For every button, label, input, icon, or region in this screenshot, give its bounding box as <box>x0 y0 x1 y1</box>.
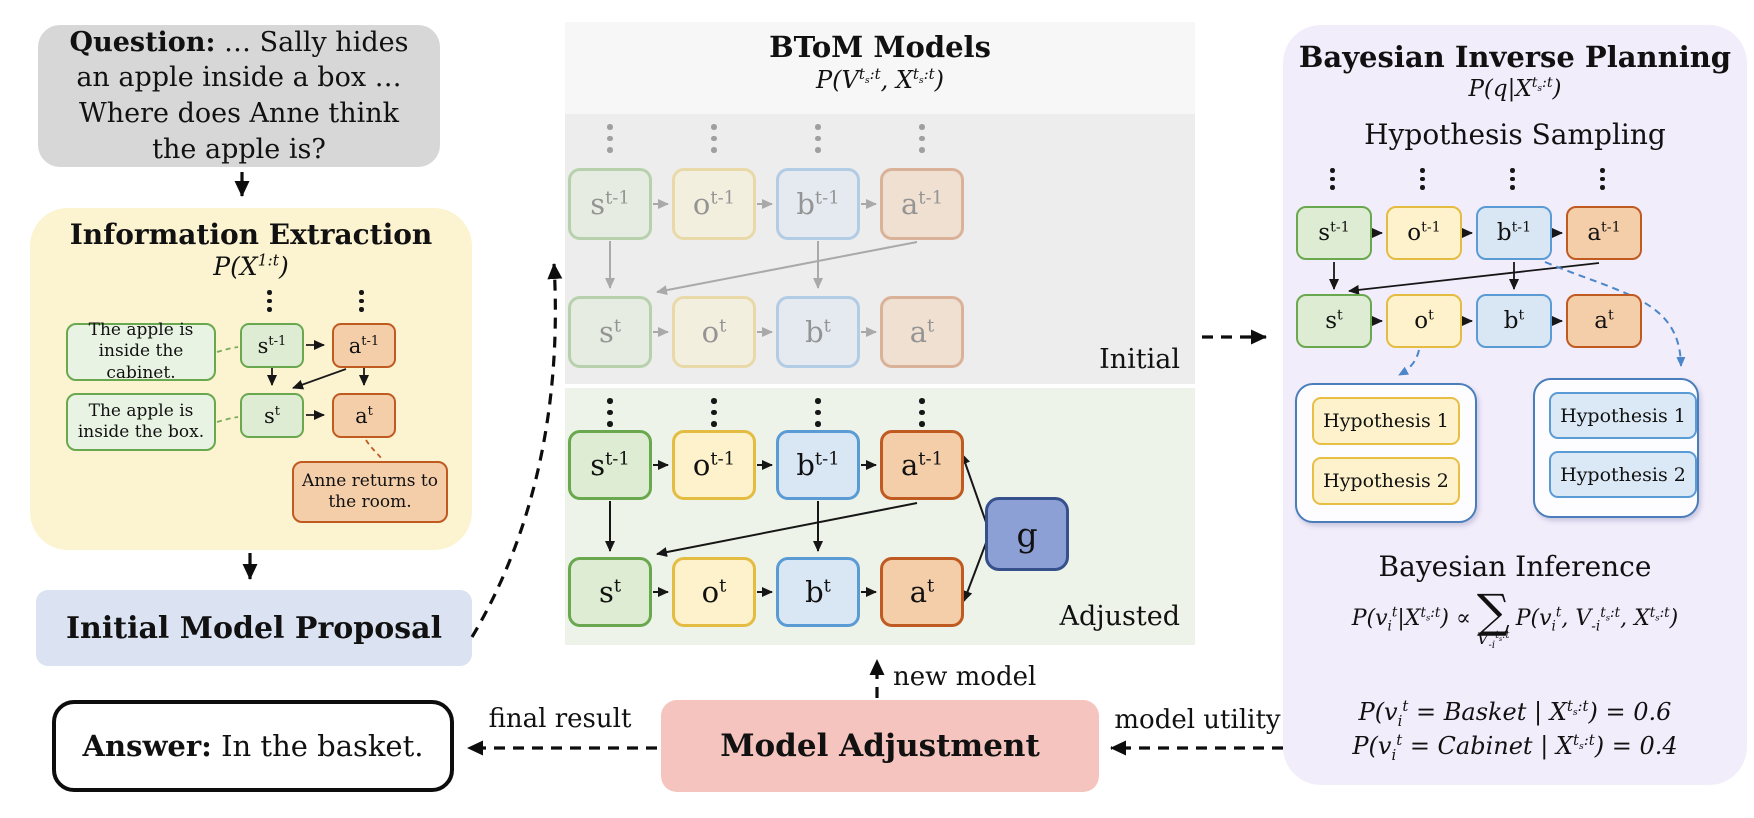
inference-formula-lhs: P(vit|Xts:t) ∝ <box>1351 604 1471 635</box>
answer-text: In the basket. <box>221 729 424 763</box>
information-extraction-formula: P(X1:t) <box>213 251 289 281</box>
state-node-prev: st-1 <box>568 430 652 500</box>
model-adjustment-label: Model Adjustment <box>720 728 1040 764</box>
belief-node-prev: bt-1 <box>1476 206 1552 260</box>
statement-box-cabinet: The apple is inside the cabinet. <box>66 320 216 383</box>
ellipsis-dots <box>919 124 925 153</box>
btom-models-formula: P(Vts:t, Xts:t) <box>816 65 944 94</box>
ellipsis-dots <box>359 290 364 312</box>
state-node-prev: st-1 <box>240 323 304 368</box>
inference-result-cabinet: P(vit = Cabinet | Xts:t) = 0.4 <box>1352 731 1678 764</box>
answer-paragraph: Answer: In the basket. <box>83 729 424 763</box>
question-paragraph: Question: … Sally hides an apple inside … <box>56 25 422 168</box>
action-note-box: Anne returns to the room. <box>292 461 448 523</box>
action-node-prev: at-1 <box>880 430 964 500</box>
answer-box: Answer: In the basket. <box>52 700 454 792</box>
observation-node-curr: ot <box>672 296 756 368</box>
belief-hypothesis-2: Hypothesis 2 <box>1549 451 1697 498</box>
initial-panel-label: Initial <box>1099 344 1180 375</box>
ellipsis-dots <box>711 398 717 427</box>
action-node-prev: at-1 <box>1566 206 1642 260</box>
statement-box-box: The apple is inside the box. <box>66 393 216 451</box>
belief-node-curr: bt <box>1476 294 1552 348</box>
inference-formula-rhs: P(vit, V-its:t, Xts:t) <box>1515 604 1679 635</box>
btom-models-title: BToM Models <box>769 30 991 64</box>
observation-node-prev: ot-1 <box>672 168 756 240</box>
model-utility-edge-label: model utility <box>1114 705 1281 735</box>
observation-node-prev: ot-1 <box>1386 206 1462 260</box>
ellipsis-dots <box>267 290 272 312</box>
inference-result-basket: P(vit = Basket | Xts:t) = 0.6 <box>1358 697 1672 730</box>
observation-node-curr: ot <box>672 557 756 627</box>
belief-hypothesis-1: Hypothesis 1 <box>1549 392 1697 439</box>
belief-node-prev: bt-1 <box>776 168 860 240</box>
question-text: … Sally hides an apple inside a box … Wh… <box>76 26 409 165</box>
ellipsis-dots <box>815 398 821 427</box>
observation-node-prev: ot-1 <box>672 430 756 500</box>
state-node-prev: st-1 <box>1296 206 1372 260</box>
initial-model-proposal-label: Initial Model Proposal <box>66 610 442 646</box>
goal-node: g <box>985 497 1069 571</box>
state-node-curr: st <box>240 393 304 438</box>
belief-node-curr: bt <box>776 557 860 627</box>
state-node-curr: st <box>1296 294 1372 348</box>
state-node-prev: st-1 <box>568 168 652 240</box>
action-node-prev: at-1 <box>880 168 964 240</box>
ellipsis-dots <box>815 124 821 153</box>
summation: ∑ V-its:t <box>1476 584 1510 652</box>
ellipsis-dots <box>607 124 613 153</box>
sum-symbol: ∑ <box>1476 584 1510 638</box>
action-node-curr: at <box>1566 294 1642 348</box>
ellipsis-dots <box>1510 168 1515 190</box>
belief-node-curr: bt <box>776 296 860 368</box>
action-node-curr: at <box>880 296 964 368</box>
observation-hypothesis-1: Hypothesis 1 <box>1312 397 1460 445</box>
information-extraction-title: Information Extraction <box>69 218 433 251</box>
ellipsis-dots <box>919 398 925 427</box>
ellipsis-dots <box>711 124 717 153</box>
bayesian-inverse-planning-title: Bayesian Inverse Planning <box>1298 40 1732 74</box>
belief-node-prev: bt-1 <box>776 430 860 500</box>
state-node-curr: st <box>568 296 652 368</box>
model-adjustment-box: Model Adjustment <box>661 700 1099 792</box>
bayesian-inference-title: Bayesian Inference <box>1378 550 1652 583</box>
ellipsis-dots <box>1420 168 1425 190</box>
bayesian-inference-formula: P(vit|Xts:t) ∝ ∑ V-its:t P(vit, V-its:t,… <box>1290 584 1740 652</box>
action-node-curr: at <box>332 393 396 438</box>
state-node-curr: st <box>568 557 652 627</box>
final-result-edge-label: final result <box>488 704 632 734</box>
action-node-prev: at-1 <box>332 323 396 368</box>
action-node-curr: at <box>880 557 964 627</box>
ellipsis-dots <box>1330 168 1335 190</box>
btom-title-panel <box>565 22 1195 114</box>
sum-subscript: V-its:t <box>1476 629 1510 652</box>
adjusted-panel-label: Adjusted <box>1059 601 1180 632</box>
ellipsis-dots <box>607 398 613 427</box>
question-box: Question: … Sally hides an apple inside … <box>38 25 440 167</box>
observation-hypothesis-2: Hypothesis 2 <box>1312 457 1460 505</box>
bayesian-inverse-planning-formula: P(q|Xts:t) <box>1468 75 1562 102</box>
new-model-edge-label: new model <box>893 662 1037 692</box>
observation-node-curr: ot <box>1386 294 1462 348</box>
ellipsis-dots <box>1600 168 1605 190</box>
hypothesis-sampling-title: Hypothesis Sampling <box>1364 118 1666 151</box>
question-label: Question: <box>69 26 216 58</box>
answer-label: Answer: <box>82 729 212 763</box>
initial-model-proposal-box: Initial Model Proposal <box>36 590 472 666</box>
